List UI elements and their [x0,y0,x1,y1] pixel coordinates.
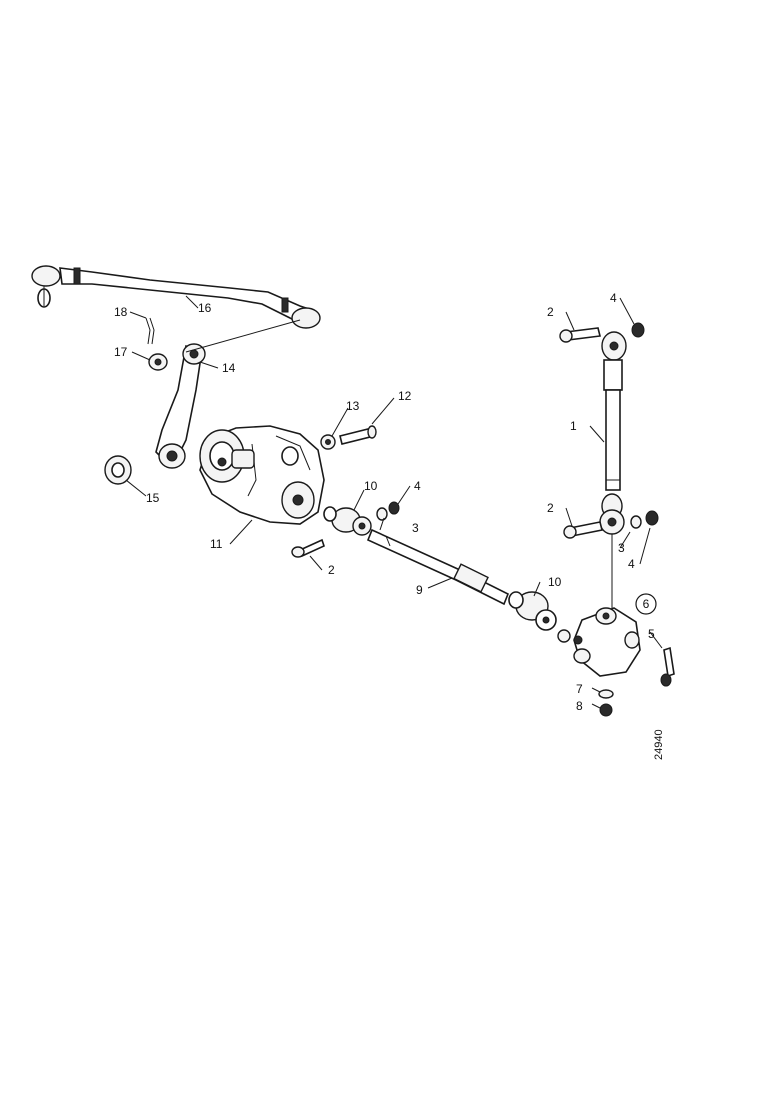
universal-joint-left [323,506,372,536]
callout-12: 12 [398,389,412,403]
callout-2-middle: 2 [547,501,554,515]
upper-clamp-bolt [559,327,601,343]
callout-4-top: 4 [610,291,617,305]
drag-link [31,265,321,329]
callout-3-right: 3 [618,541,625,555]
lock-nut [104,455,132,485]
callout-10-right: 10 [548,575,562,589]
clamp-bolt-lower [291,538,325,558]
callout-18: 18 [114,305,128,319]
callout-5: 5 [648,627,655,641]
mounting-bolt [339,425,377,445]
callouts: 1 2 2 2 3 3 4 4 4 5 6 7 8 9 10 10 11 12 … [114,291,657,713]
washer-left [376,507,388,521]
lower-clamp-washer [630,515,642,529]
upper-clamp-nut [631,322,645,338]
castle-nut [148,353,168,371]
mounting-nut [320,434,336,450]
callout-3-left: 3 [412,521,419,535]
angle-gear-housing [557,607,641,677]
callout-14: 14 [222,361,236,375]
callout-6: 6 [643,597,650,611]
housing-bolt [660,646,675,687]
callout-4-left: 4 [414,479,421,493]
callout-4-right: 4 [628,557,635,571]
callout-15: 15 [146,491,160,505]
callout-6-badge: 6 [635,593,657,615]
callout-13: 13 [346,399,360,413]
callout-1: 1 [570,419,577,433]
intermediate-shaft [366,528,510,606]
callout-11: 11 [210,537,223,551]
callout-17: 17 [114,345,128,359]
callout-2-lower: 2 [328,563,335,577]
callout-10-left: 10 [364,479,378,493]
lower-washer [598,689,614,699]
steering-gear-box [199,425,325,525]
callout-2-upper: 2 [547,305,554,319]
callout-7: 7 [576,682,583,696]
nut-left [388,501,400,515]
callout-16: 16 [198,301,212,315]
upper-steering-shaft [599,331,627,608]
figure-reference: 24940 [653,729,665,760]
lower-clamp-nut [645,510,659,526]
leader-lines [125,295,663,709]
cotter-pin [145,317,155,345]
callout-8: 8 [576,699,583,713]
universal-joint-right [508,591,557,631]
lower-clamp-bolt [563,521,603,539]
pitman-arm [155,343,206,469]
lower-nut [599,703,613,717]
callout-9: 9 [416,583,423,597]
